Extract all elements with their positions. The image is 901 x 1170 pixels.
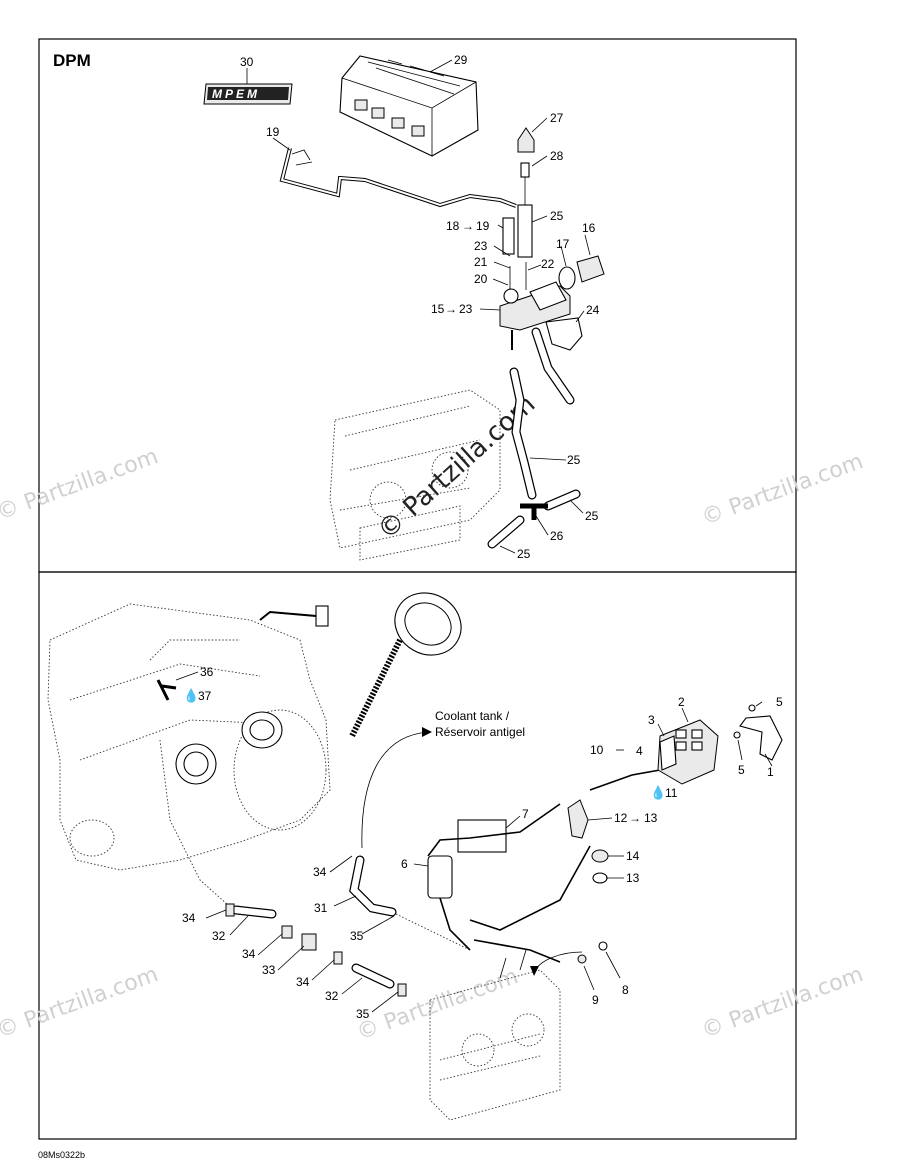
svg-text:25: 25 xyxy=(517,547,531,561)
bottom-leaders xyxy=(175,671,773,1013)
mpem-decal: MPEM xyxy=(203,83,293,105)
lever-1 xyxy=(739,715,783,761)
svg-text:35: 35 xyxy=(350,929,364,943)
coolant-note-line1: Coolant tank / xyxy=(435,709,510,723)
svg-text:© Partzilla.com: © Partzilla.com xyxy=(699,449,867,531)
bracket-24 xyxy=(545,317,583,351)
svg-text:5: 5 xyxy=(776,695,783,709)
engine xyxy=(47,603,331,871)
svg-text:31: 31 xyxy=(314,901,328,915)
part-9 xyxy=(577,954,587,964)
mpem-module xyxy=(339,55,479,157)
svg-text:→: → xyxy=(445,302,457,316)
svg-text:5: 5 xyxy=(738,763,745,777)
svg-text:12: 12 xyxy=(614,811,628,825)
fitting-33 xyxy=(301,933,317,951)
svg-text:© Partzilla.com: © Partzilla.com xyxy=(699,962,867,1044)
filter-6 xyxy=(427,855,453,899)
ribbed-cable xyxy=(349,592,462,738)
svg-text:18: 18 xyxy=(446,219,460,233)
svg-text:4: 4 xyxy=(636,744,643,758)
svg-text:19: 19 xyxy=(476,219,490,233)
svg-text:35: 35 xyxy=(356,1007,370,1021)
throttle-cable xyxy=(427,769,661,951)
svg-text:36: 36 xyxy=(200,665,214,679)
svg-text:15: 15 xyxy=(431,302,445,316)
svg-text:34: 34 xyxy=(242,947,256,961)
svg-text:23: 23 xyxy=(474,239,488,253)
svg-text:17: 17 xyxy=(556,237,570,251)
svg-text:9: 9 xyxy=(592,993,599,1007)
svg-text:13: 13 xyxy=(644,811,658,825)
svg-text:© Partzilla.com: © Partzilla.com xyxy=(0,962,162,1044)
svg-text:25: 25 xyxy=(567,453,581,467)
svg-text:37: 37 xyxy=(198,689,212,703)
svg-text:💧: 💧 xyxy=(650,785,666,800)
svg-text:32: 32 xyxy=(325,989,339,1003)
valve-assembly xyxy=(499,262,571,350)
tee-26 xyxy=(520,503,548,520)
svg-text:3: 3 xyxy=(648,713,655,727)
svg-text:22: 22 xyxy=(541,257,555,271)
coolant-arrow xyxy=(361,727,432,849)
svg-text:16: 16 xyxy=(582,221,596,235)
svg-text:34: 34 xyxy=(296,975,310,989)
bottom-callouts: 36 💧 37 2 3 5 10 4 5 1 💧 11 7 12 → 13 6 … xyxy=(182,665,783,1021)
svg-text:14: 14 xyxy=(626,849,640,863)
svg-text:MPEM: MPEM xyxy=(212,87,260,101)
svg-text:33: 33 xyxy=(262,963,276,977)
svg-text:24: 24 xyxy=(586,303,600,317)
sensor xyxy=(502,217,515,255)
svg-text:29: 29 xyxy=(454,53,468,67)
throttle-housing xyxy=(657,719,719,785)
svg-text:→: → xyxy=(629,811,641,825)
svg-text:20: 20 xyxy=(474,272,488,286)
svg-text:34: 34 xyxy=(182,911,196,925)
svg-text:7: 7 xyxy=(522,807,529,821)
cap-16 xyxy=(576,255,605,283)
svg-text:10: 10 xyxy=(590,743,604,757)
svg-text:28: 28 xyxy=(550,149,564,163)
svg-text:13: 13 xyxy=(626,871,640,885)
svg-text:27: 27 xyxy=(550,111,564,125)
svg-text:25: 25 xyxy=(585,509,599,523)
o-ring xyxy=(558,266,576,290)
svg-text:34: 34 xyxy=(313,865,327,879)
svg-text:💧: 💧 xyxy=(183,688,199,703)
svg-text:26: 26 xyxy=(550,529,564,543)
svg-text:11: 11 xyxy=(665,786,678,800)
coolant-note-line2: Réservoir antigel xyxy=(435,725,525,739)
svg-text:23: 23 xyxy=(459,302,473,316)
svg-text:25: 25 xyxy=(550,209,564,223)
bottom-panel-frame xyxy=(38,571,797,1140)
watermarks: © Partzilla.com © Partzilla.com © Partzi… xyxy=(0,389,867,1045)
svg-text:32: 32 xyxy=(212,929,226,943)
svg-text:2: 2 xyxy=(678,695,685,709)
cap-fitting xyxy=(517,127,535,205)
switch-12 xyxy=(567,799,589,839)
vertical-tube xyxy=(517,204,533,258)
top-leaders xyxy=(246,59,591,554)
svg-text:6: 6 xyxy=(401,857,408,871)
svg-text:© Partzilla.com: © Partzilla.com xyxy=(0,444,162,526)
panel-title-dpm: DPM xyxy=(53,51,91,70)
part-8 xyxy=(598,941,608,951)
carburetor-bottom xyxy=(429,949,561,1121)
washer-13 xyxy=(592,872,608,884)
carburetor-top xyxy=(329,389,501,561)
drawing-code: 08Ms0322b xyxy=(38,1150,86,1160)
svg-text:21: 21 xyxy=(474,255,488,269)
svg-text:19: 19 xyxy=(266,125,280,139)
top-callouts: 30 29 19 27 28 25 18 → 19 16 17 23 21 22… xyxy=(240,53,600,561)
svg-text:30: 30 xyxy=(240,55,254,69)
svg-text:1: 1 xyxy=(767,765,774,779)
nut-14 xyxy=(591,849,609,863)
harness-wire xyxy=(279,147,517,208)
svg-text:8: 8 xyxy=(622,983,629,997)
svg-text:→: → xyxy=(462,219,474,233)
